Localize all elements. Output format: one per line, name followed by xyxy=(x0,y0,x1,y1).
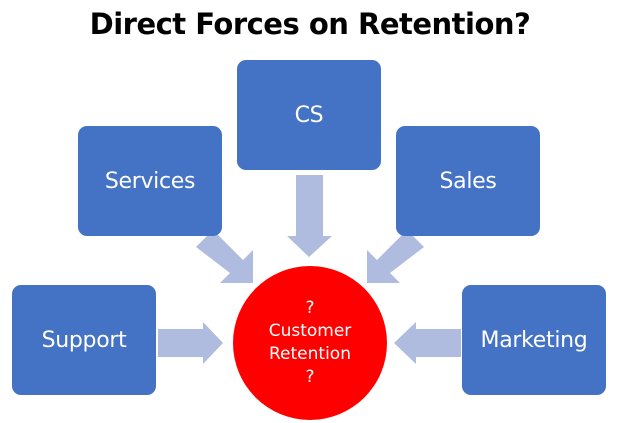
force-box-sales: Sales xyxy=(396,126,540,236)
arrow-support-to-retention xyxy=(158,322,223,364)
arrow-cs-to-retention xyxy=(287,175,332,257)
arrow-marketing-to-retention xyxy=(394,322,461,364)
force-label-marketing: Marketing xyxy=(480,327,588,353)
force-label-sales: Sales xyxy=(439,168,497,194)
hub-question-bottom: ? xyxy=(305,367,315,387)
diagram-title: Direct Forces on Retention? xyxy=(89,7,531,41)
customer-retention-circle: ? Customer Retention ? xyxy=(233,266,387,420)
hub-label-line1: Customer xyxy=(268,321,352,341)
force-box-cs: CS xyxy=(237,60,381,170)
hub-question-top: ? xyxy=(305,298,315,318)
arrow-sales-to-retention xyxy=(367,230,424,283)
force-label-cs: CS xyxy=(294,102,324,128)
force-label-support: Support xyxy=(41,327,127,353)
arrow-services-to-retention xyxy=(196,230,253,283)
force-box-services: Services xyxy=(78,126,222,236)
force-box-support: Support xyxy=(12,285,156,395)
hub-label-line2: Retention xyxy=(269,344,351,364)
force-label-services: Services xyxy=(104,168,196,194)
force-box-marketing: Marketing xyxy=(462,285,606,395)
